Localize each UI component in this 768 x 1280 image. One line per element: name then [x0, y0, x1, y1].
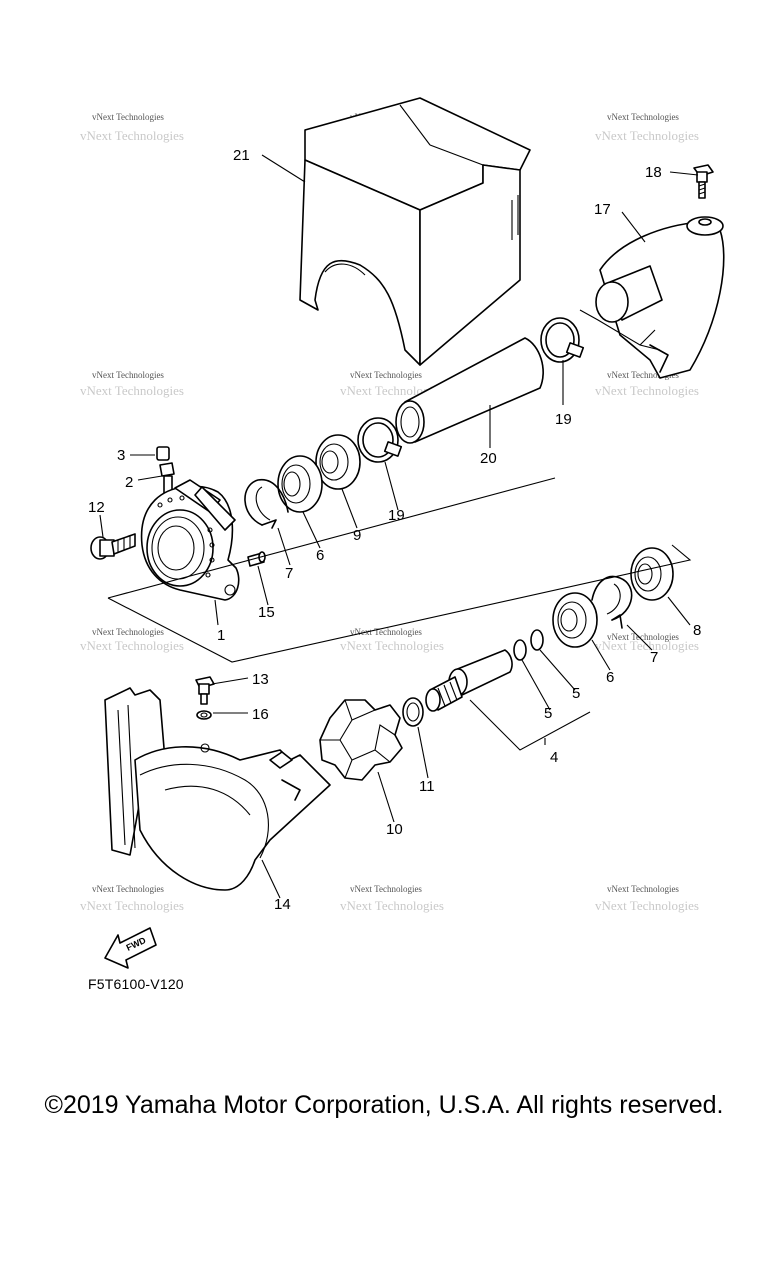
part-6-bearing-upper: [277, 455, 323, 513]
watermark: vNext Technologies: [607, 370, 679, 380]
callout-6: 6: [316, 547, 324, 564]
watermark: vNext Technologies: [80, 128, 184, 143]
part-7-snap-ring-lower: [591, 575, 633, 629]
part-8-bearing: [630, 547, 674, 601]
callout-labels: 21 18 17 19 20 19 9 6 7 3 2 12 1 15 8 7 …: [88, 147, 701, 913]
part-10-impeller: [319, 699, 403, 781]
watermark: vNext Technologies: [595, 898, 699, 913]
watermark: vNext Technologies: [340, 898, 444, 913]
part-7-snap-ring-upper: [244, 479, 289, 529]
watermark: vNext Technologies: [595, 128, 699, 143]
callout-15: 15: [258, 604, 275, 621]
watermark: vNext Technologies: [80, 383, 184, 398]
callout-5: 5: [572, 685, 580, 702]
watermark: vNext Technologies: [607, 632, 679, 642]
callout-19: 19: [388, 507, 405, 524]
callout-9: 9: [353, 527, 361, 544]
callout-7: 7: [650, 649, 658, 666]
part-15-pin: [247, 551, 266, 567]
part-9-bearing: [315, 434, 361, 490]
callout-12: 12: [88, 499, 105, 516]
callout-21: 21: [233, 147, 250, 164]
watermark: vNext Technologies: [340, 638, 444, 653]
callout-1: 1: [217, 627, 225, 644]
part-6-bearing-lower: [552, 592, 598, 648]
watermark-group: vNext Technologies vNext Technologies vN…: [80, 112, 699, 913]
callout-8: 8: [693, 622, 701, 639]
fwd-arrow-icon: FWD: [104, 927, 157, 969]
watermark: vNext Technologies: [92, 112, 164, 122]
watermark: vNext Technologies: [92, 884, 164, 894]
part-1-housing: [140, 479, 240, 601]
callout-4: 4: [550, 749, 558, 766]
part-19-clamp-lower: [357, 417, 403, 463]
part-12-bolt: [90, 533, 136, 560]
callout-20: 20: [480, 450, 497, 467]
watermark: vNext Technologies: [92, 627, 164, 637]
callout-11: 11: [419, 778, 435, 795]
watermark: vNext Technologies: [80, 898, 184, 913]
exploded-parts-diagram: vNext Technologies vNext Technologies vN…: [80, 97, 725, 969]
part-5-o-rings: [513, 629, 544, 661]
callout-3: 3: [117, 447, 125, 464]
callout-6: 6: [606, 669, 614, 686]
callout-13: 13: [252, 671, 269, 688]
watermark: vNext Technologies: [92, 370, 164, 380]
part-17-nozzle: [579, 216, 725, 379]
part-4-shaft: [425, 649, 513, 712]
callout-14: 14: [274, 896, 291, 913]
callout-17: 17: [594, 201, 611, 218]
drawing-code: F5T6100-V120: [88, 976, 184, 992]
part-18-bolt: [693, 164, 714, 199]
copyright-notice: ©2019 Yamaha Motor Corporation, U.S.A. A…: [44, 1091, 724, 1119]
watermark: vNext Technologies: [607, 884, 679, 894]
part-14-intake-duct: [104, 687, 331, 891]
callout-18: 18: [645, 164, 662, 181]
callout-2: 2: [125, 474, 133, 491]
part-16-washer: [196, 710, 212, 720]
watermark: vNext Technologies: [350, 370, 422, 380]
watermark: vNext Technologies: [350, 884, 422, 894]
watermark: vNext Technologies: [607, 112, 679, 122]
part-13-bolt: [195, 676, 215, 705]
part-11-ring: [402, 697, 424, 727]
callout-7: 7: [285, 565, 293, 582]
callout-5: 5: [544, 705, 552, 722]
watermark: vNext Technologies: [80, 638, 184, 653]
part-4-bracket: [469, 699, 591, 751]
part-20-hose: [395, 337, 544, 444]
callout-16: 16: [252, 706, 269, 723]
assembly-frame: [107, 477, 692, 663]
callout-19: 19: [555, 411, 572, 428]
part-3-cap: [156, 446, 170, 461]
part-21-cover: [299, 97, 531, 366]
leader-lines: [99, 154, 699, 899]
part-19-clamp-upper: [540, 317, 585, 363]
watermark: vNext Technologies: [595, 383, 699, 398]
watermark: vNext Technologies: [350, 627, 422, 637]
callout-10: 10: [386, 821, 403, 838]
